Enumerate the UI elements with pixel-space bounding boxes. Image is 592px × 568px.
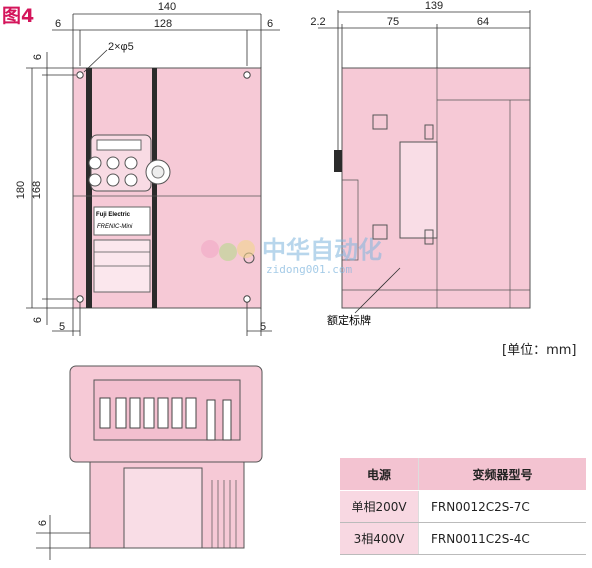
unit-note: [单位：mm] [502, 343, 577, 358]
dim-top-edge: 6 [32, 54, 44, 60]
dim-front-depth: 75 [387, 16, 399, 28]
table-header-row: 电源 变频器型号 [340, 458, 586, 491]
side-connector [334, 150, 342, 172]
left-strip [86, 68, 92, 308]
cell-model: FRN0012C2S-7C [418, 490, 586, 523]
mount-hole-bottom-right [243, 295, 251, 303]
dim-foot-right: 5 [260, 321, 266, 333]
cell-power: 3相400V [340, 522, 419, 555]
keypad-button [106, 173, 120, 187]
watermark-sub: zidong001.com [266, 263, 352, 276]
series-text: FRENIC-Mini [97, 224, 133, 230]
mount-hole-bottom-left [76, 295, 84, 303]
front-view: Fuji Electric FRENIC-Mini 140 128 6 6 2×… [15, 1, 280, 336]
header-power: 电源 [340, 458, 419, 491]
heatsink-cover [123, 467, 203, 549]
keypad-button [106, 156, 120, 170]
cell-model: FRN0011C2S-4C [418, 522, 586, 555]
mount-hole-top-right [243, 71, 251, 79]
watermark: 中华自动化 zidong001.com [201, 236, 382, 276]
dim-overall-height: 180 [15, 181, 27, 199]
watermark-logo-icon [201, 240, 219, 258]
dim-inner-width: 128 [154, 18, 172, 30]
dim-bottom-edge: 6 [32, 317, 44, 323]
keypad-display [96, 139, 142, 151]
right-strip [152, 68, 157, 308]
keypad-button [124, 156, 138, 170]
logo-plate [93, 206, 151, 236]
dim-edge-left: 6 [55, 18, 61, 30]
table-row: 单相200V FRN0012C2S-7C [340, 490, 586, 523]
keypad-button [124, 173, 138, 187]
nameplate-area [399, 141, 438, 239]
table-row: 3相400V FRN0011C2S-4C [340, 522, 586, 555]
dim-overall-width: 140 [158, 1, 176, 13]
potentiometer-center [151, 165, 165, 179]
dim-edge-right: 6 [267, 18, 273, 30]
side-view: 额定标牌 139 2.2 75 64 [310, 0, 531, 327]
bottom-view: 6 [36, 365, 263, 560]
dim-overall-depth: 139 [425, 0, 443, 12]
dim-hole-spec: 2×φ5 [108, 41, 134, 53]
keypad-button [88, 173, 102, 187]
header-model: 变频器型号 [418, 458, 586, 491]
nameplate-label: 额定标牌 [327, 313, 371, 327]
dim-bottom-edge: 6 [37, 520, 49, 526]
dim-rear-depth: 64 [477, 16, 489, 28]
dim-inner-height: 168 [31, 181, 43, 199]
figure-label: 图4 [2, 5, 35, 27]
watermark-main: 中华自动化 [262, 236, 382, 264]
terminal-row [99, 397, 232, 441]
cell-power: 单相200V [340, 490, 419, 523]
brand-text: Fuji Electric [96, 212, 131, 218]
dim-foot-left: 5 [59, 321, 65, 333]
dim-offset: 2.2 [310, 16, 325, 28]
mount-hole-top-left [76, 71, 84, 79]
keypad-button [88, 156, 102, 170]
model-table: 电源 变频器型号 单相200V FRN0012C2S-7C 3相400V FRN… [340, 458, 586, 555]
